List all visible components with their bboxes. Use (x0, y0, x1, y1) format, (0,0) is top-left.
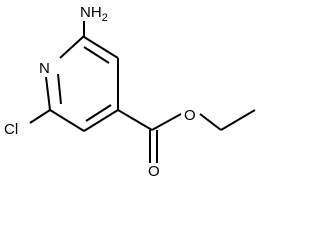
bond-c3-c2-inner (83, 46, 110, 64)
bond-c6-c5 (49, 109, 85, 132)
bond-ch2-ch3 (220, 109, 256, 131)
bond-carbonyl-ester-o (151, 113, 182, 131)
bond-c4-carbonyl (117, 109, 153, 131)
amine-label: NH2 (80, 4, 108, 24)
carbonyl-oxygen-label: O (148, 163, 160, 178)
bond-n1-c6-inner (57, 73, 62, 105)
molecule-drawing: NH2 N Cl O O (4, 4, 256, 178)
ester-oxygen-label: O (184, 107, 196, 124)
ring-nitrogen-label: N (39, 60, 50, 77)
bond-c5-c4-inner (85, 104, 112, 122)
amine-h-symbol: H (91, 4, 102, 21)
amine-n-symbol: N (80, 4, 91, 21)
bond-c5-c4 (83, 109, 119, 132)
bond-n1-c6 (45, 76, 51, 111)
amine-subscript: 2 (102, 12, 108, 24)
chlorine-label: Cl (4, 121, 18, 138)
bond-c6-cl (29, 109, 51, 124)
bond-c3-c2 (83, 36, 119, 59)
structure-diagram: NH2 N Cl O O (4, 4, 256, 178)
bond-c2-n1 (59, 35, 85, 59)
bond-ester-o-ch2 (199, 113, 222, 131)
